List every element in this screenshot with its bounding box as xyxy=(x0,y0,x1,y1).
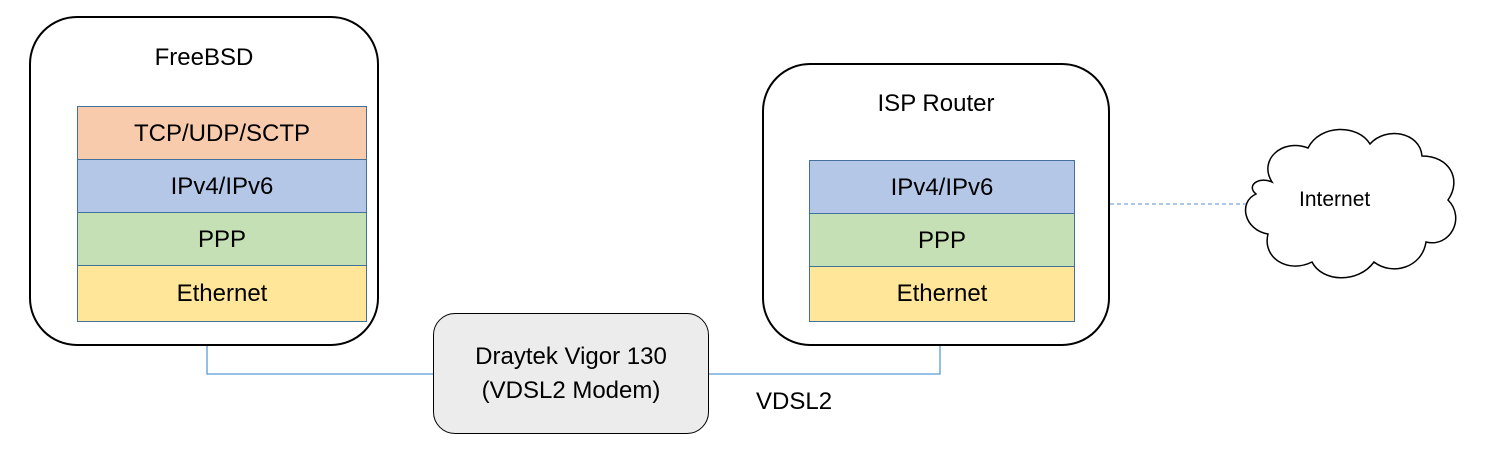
freebsd-title: FreeBSD xyxy=(154,44,254,71)
internet-label: Internet xyxy=(1299,188,1371,211)
freebsd-protocol-stack: TCP/UDP/SCTP IPv4/IPv6 PPP Ethernet xyxy=(77,106,367,322)
isp-layer-ethernet: Ethernet xyxy=(809,266,1075,322)
freebsd-layer-ip: IPv4/IPv6 xyxy=(77,159,367,214)
freebsd-layer-ppp: PPP xyxy=(77,212,367,267)
freebsd-host: FreeBSD TCP/UDP/SCTP IPv4/IPv6 PPP Ether… xyxy=(29,16,379,346)
isp-layer-ppp: PPP xyxy=(809,213,1075,268)
modem-name: Draytek Vigor 130 xyxy=(475,342,667,370)
freebsd-layer-transport: TCP/UDP/SCTP xyxy=(77,106,367,161)
vdsl2-link-label: VDSL2 xyxy=(756,388,833,415)
modem-type: (VDSL2 Modem) xyxy=(481,376,661,404)
isp-router-title: ISP Router xyxy=(877,90,995,117)
freebsd-layer-ethernet: Ethernet xyxy=(77,265,367,322)
isp-router-host: ISP Router IPv4/IPv6 PPP Ethernet xyxy=(762,63,1110,346)
vdsl2-modem: Draytek Vigor 130 (VDSL2 Modem) xyxy=(433,313,709,434)
internet-cloud-icon xyxy=(1244,128,1457,279)
isp-router-protocol-stack: IPv4/IPv6 PPP Ethernet xyxy=(809,160,1075,322)
isp-layer-ip: IPv4/IPv6 xyxy=(809,160,1075,215)
